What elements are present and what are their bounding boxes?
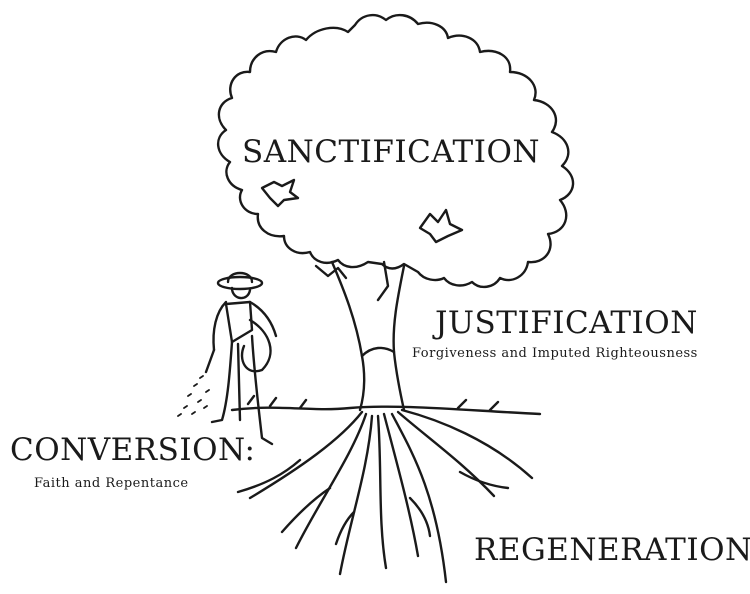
leaf-shape — [418, 208, 464, 244]
justification-label: JUSTIFICATION — [435, 305, 698, 341]
regeneration-label: REGENERATION — [474, 532, 750, 568]
tree-roots — [236, 408, 534, 584]
conversion-label: CONVERSION: — [10, 432, 256, 468]
sanctification-label: SANCTIFICATION — [242, 134, 541, 170]
ground-line — [230, 405, 542, 416]
justification-subtitle: Forgiveness and Imputed Righteousness — [412, 346, 698, 361]
tree-canopy — [217, 13, 575, 289]
tree-trunk — [330, 260, 366, 412]
sower-figure — [204, 271, 278, 446]
conversion-subtitle: Faith and Repentance — [34, 476, 189, 491]
scattered-seeds — [177, 375, 210, 417]
leaf-shape — [260, 178, 300, 208]
